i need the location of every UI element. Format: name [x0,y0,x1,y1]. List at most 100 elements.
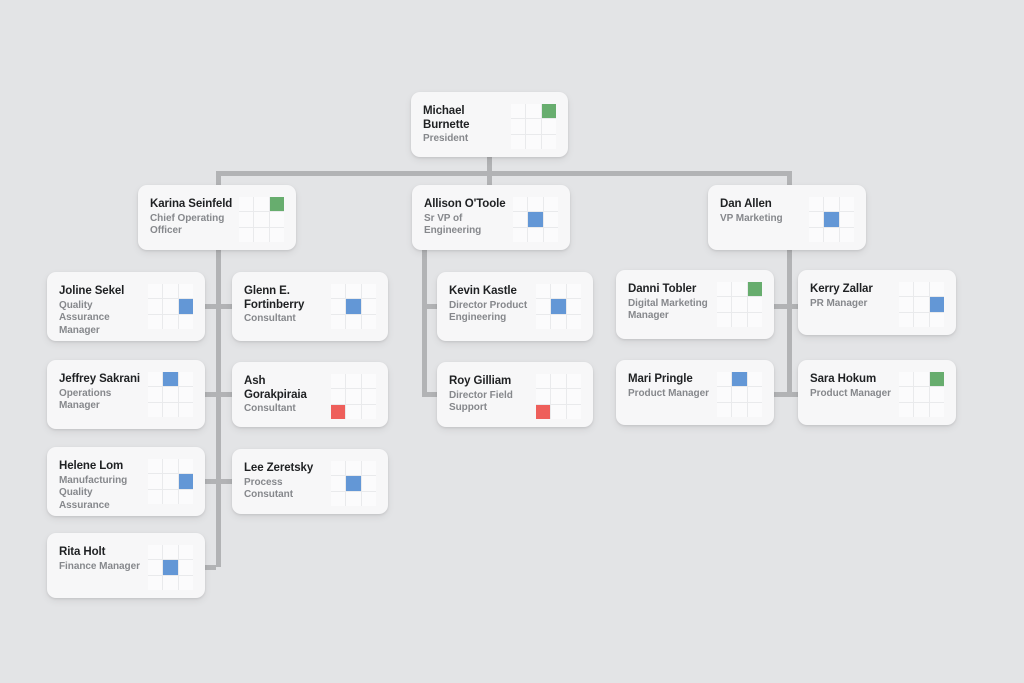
org-card-title: President [423,133,469,144]
status-grid-cell-7 [914,312,929,327]
org-card-name: Michael Burnette [423,105,470,131]
status-grid-cell-8 [929,312,944,327]
status-grid-cell-8 [361,404,376,419]
status-grid-cell-1 [526,104,541,119]
status-grid-cell-4 [732,297,747,312]
status-grid-cell-4 [346,389,361,404]
status-grid-cell-8 [543,227,558,242]
org-card-title: PR Manager [810,297,868,309]
org-card-name: Karina Seinfeld [150,198,233,210]
status-grid-icon [148,372,193,417]
status-grid-cell-4 [526,119,541,134]
status-grid-icon [331,461,376,506]
status-grid-icon [536,284,581,329]
status-grid-cell-1 [163,284,178,299]
status-grid-cell-3 [511,119,526,134]
status-grid-cell-7 [163,402,178,417]
org-card-title: Manufacturing Quality Assurance [59,474,128,511]
org-card-name: Ash Gorakpiraia [244,375,307,401]
status-grid-cell-4 [528,212,543,227]
org-card-name: Roy Gilliam [449,375,512,387]
status-grid-cell-7 [254,227,269,242]
status-grid-cell-6 [331,314,346,329]
status-grid-icon [899,282,944,327]
status-grid-cell-2 [747,372,762,387]
org-card-title: Digital Marketing Manager [628,297,708,322]
org-card-title: Product Manager [628,387,709,399]
status-grid-cell-1 [551,284,566,299]
status-grid-cell-0 [239,197,254,212]
status-grid-cell-7 [551,314,566,329]
status-grid-cell-2 [747,282,762,297]
org-card-name: Rita Holt [59,546,106,558]
status-grid-cell-6 [148,575,163,590]
status-grid-cell-6 [511,134,526,149]
status-grid-cell-0 [148,284,163,299]
org-card-title: Chief Operating Officer [150,212,225,237]
status-grid-cell-6 [899,312,914,327]
status-grid-cell-5 [929,387,944,402]
status-grid-cell-2 [839,197,854,212]
status-grid-cell-1 [346,461,361,476]
status-grid-cell-2 [361,284,376,299]
status-grid-cell-1 [914,372,929,387]
status-grid-cell-1 [732,372,747,387]
org-card-title: Sr VP of Engineering [424,212,482,237]
status-grid-icon [511,104,556,149]
status-grid-cell-8 [269,227,284,242]
status-grid-cell-1 [551,374,566,389]
status-grid-cell-4 [163,560,178,575]
status-grid-icon [331,374,376,419]
connector-allison-spine [422,250,427,395]
status-grid-cell-0 [331,374,346,389]
status-grid-cell-2 [929,282,944,297]
connector-karina-stub-ash [216,392,232,397]
status-grid-cell-7 [528,227,543,242]
status-grid-cell-3 [148,387,163,402]
status-grid-cell-2 [178,372,193,387]
status-grid-cell-5 [361,389,376,404]
status-grid-icon [809,197,854,242]
status-grid-icon [148,284,193,329]
status-grid-cell-3 [809,212,824,227]
status-grid-cell-6 [148,489,163,504]
status-grid-cell-2 [541,104,556,119]
status-grid-cell-1 [346,284,361,299]
status-grid-cell-0 [809,197,824,212]
status-grid-cell-4 [346,476,361,491]
status-grid-cell-0 [331,461,346,476]
status-grid-cell-6 [809,227,824,242]
org-card-name: Danni Tobler [628,283,697,295]
status-grid-cell-4 [551,389,566,404]
org-card-name: Kevin Kastle [449,285,517,297]
status-grid-cell-1 [824,197,839,212]
status-grid-cell-7 [551,404,566,419]
status-grid-cell-4 [163,474,178,489]
